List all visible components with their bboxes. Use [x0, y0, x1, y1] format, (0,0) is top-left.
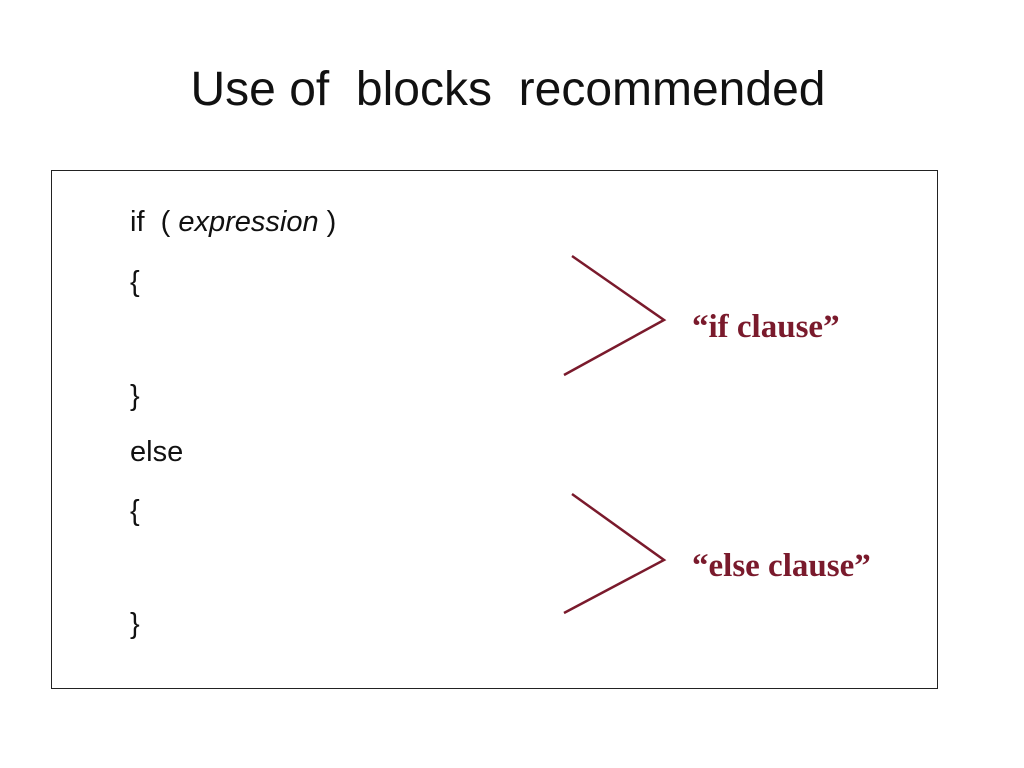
- expression-placeholder: expression: [178, 206, 319, 238]
- if-line: if ( expression ): [130, 204, 336, 240]
- slide-title: Use of blocks recommended: [190, 63, 826, 116]
- close-brace-else: }: [130, 608, 140, 640]
- close-paren: ): [318, 206, 337, 238]
- open-brace-if: {: [130, 266, 140, 298]
- if-clause-label: “if clause”: [692, 309, 840, 345]
- code-box: [51, 170, 938, 689]
- else-line: else: [130, 436, 184, 468]
- close-brace-if: }: [130, 380, 140, 412]
- open-brace-else: {: [130, 495, 140, 527]
- else-clause-label: “else clause”: [692, 548, 871, 584]
- if-keyword: if (: [130, 206, 179, 238]
